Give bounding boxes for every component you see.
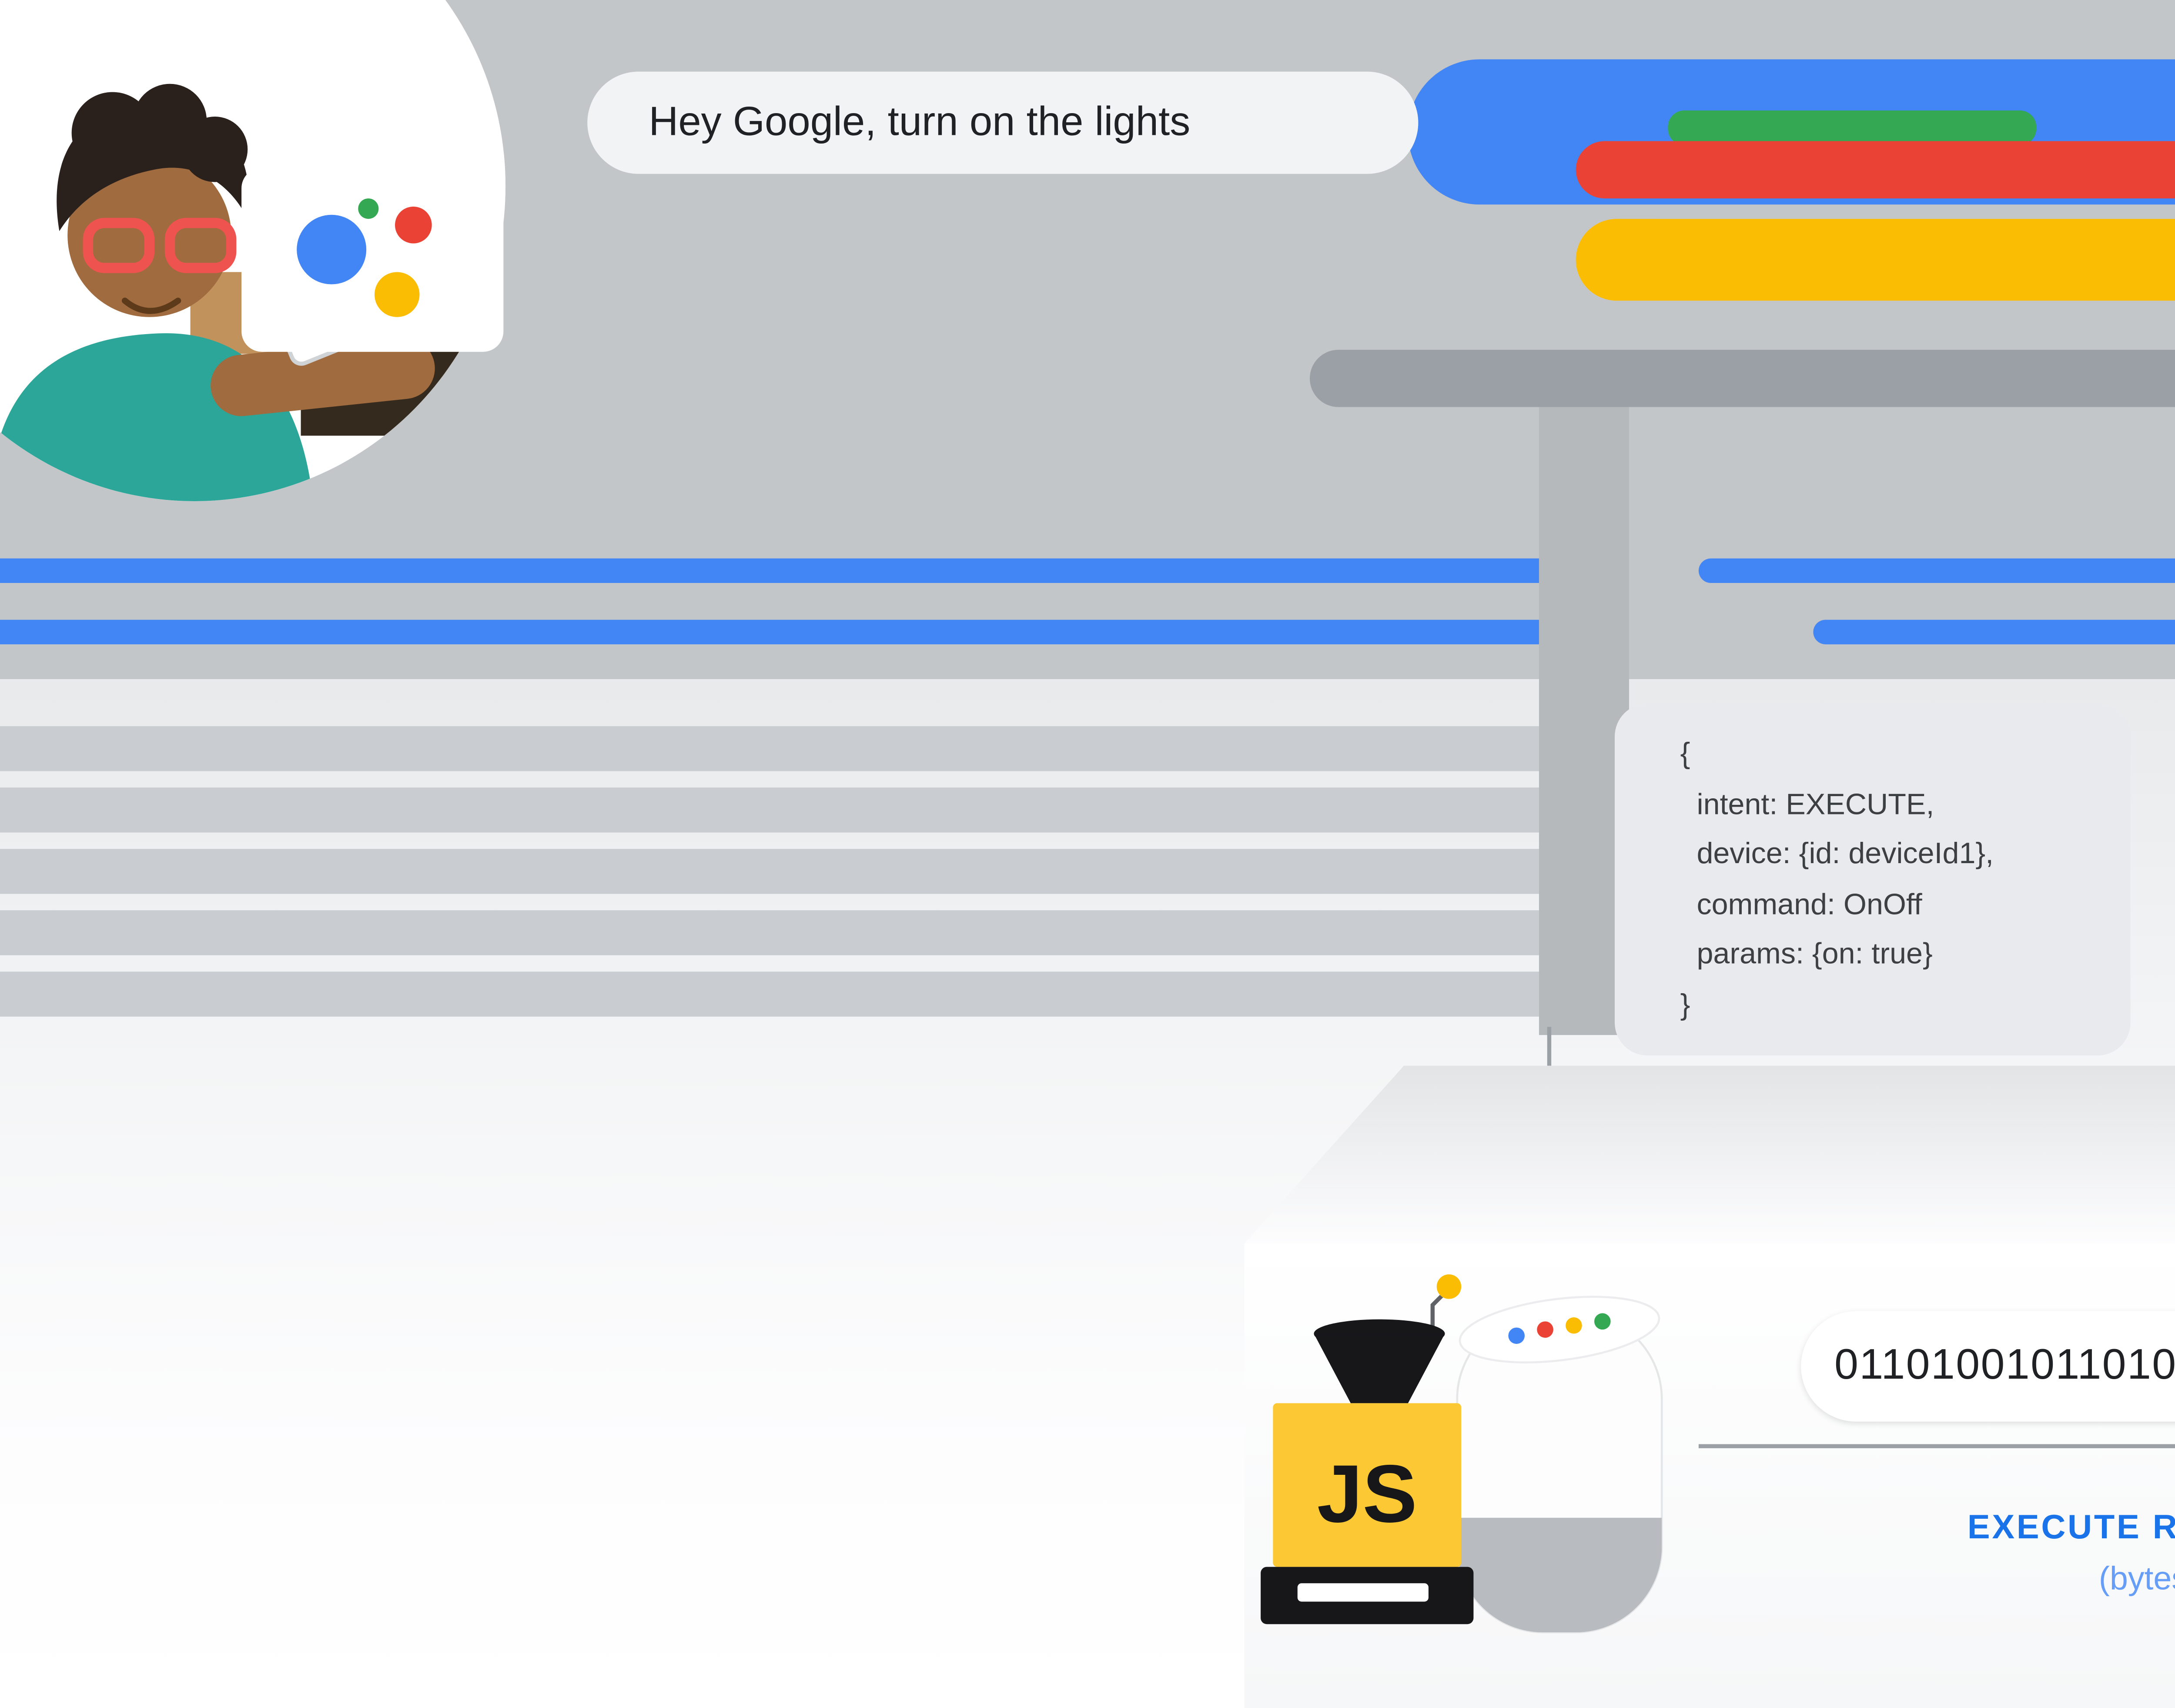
intent-payload-line: command: OnOff (1680, 888, 1922, 922)
glasses-left-lens (83, 218, 155, 273)
assistant-processing-bar-yellow (1576, 219, 2175, 301)
assistant-processing-bar-darkgray (1310, 350, 2175, 407)
js-box-slot (1297, 1583, 1429, 1602)
intent-payload-line: device: {id: deviceId1}, (1680, 838, 1994, 871)
intent-payload-bubble: { intent: EXECUTE, device: {id: deviceId… (1615, 703, 2131, 1056)
led-light (1436, 1274, 1462, 1299)
person-arm (211, 338, 435, 416)
binary-message-pill: 01101001011010110001110110 (1801, 1311, 2175, 1422)
skeleton-blue-line (1813, 620, 2175, 645)
person-smile (121, 298, 181, 314)
intent-payload-line: intent: EXECUTE, (1680, 788, 1934, 821)
flow-connector-column (1539, 380, 1629, 1035)
assistant-processing-bar-green (1668, 110, 2037, 145)
skeleton-text-line (0, 726, 1547, 771)
intent-payload-line: { (1680, 738, 1690, 771)
intent-payload-line: params: {on: true} (1680, 939, 1933, 972)
funnel (1314, 1333, 1445, 1403)
skeleton-text-line (0, 910, 1547, 955)
intent-payload-line: } (1680, 989, 1690, 1022)
js-badge-text: JS (1317, 1448, 1417, 1539)
skeleton-text-line (0, 849, 1547, 894)
bytes-label: (bytes) (2098, 1563, 2175, 1598)
skeleton-blue-line (0, 558, 1539, 583)
skeleton-text-line (0, 787, 1547, 833)
skeleton-blue-line (0, 620, 1539, 645)
user-utterance-bubble: Hey Google, turn on the lights (587, 71, 1419, 174)
local-fulfillment-device: JS (1261, 1274, 1663, 1634)
js-sdk-icon: JS (1261, 1274, 1474, 1624)
js-box (1273, 1403, 1462, 1567)
assistant-processing-bar-red (1576, 141, 2175, 199)
google-assistant-logo-icon (297, 198, 432, 317)
platform-top-face (1244, 1065, 2175, 1244)
assistant-thought-bubble (241, 167, 504, 352)
glasses-right-lens (164, 218, 237, 273)
user-utterance-text: Hey Google, turn on the lights (649, 100, 1191, 145)
request-arrow-icon (1698, 1444, 2175, 1448)
google-home-speaker-icon (1456, 1296, 1663, 1634)
skeleton-text-line (0, 971, 1547, 1017)
skeleton-blue-line (1698, 558, 2175, 583)
execute-request-label: EXECUTE REQUEST (1967, 1509, 2175, 1547)
binary-message-text: 01101001011010110001110110 (1834, 1342, 2175, 1389)
